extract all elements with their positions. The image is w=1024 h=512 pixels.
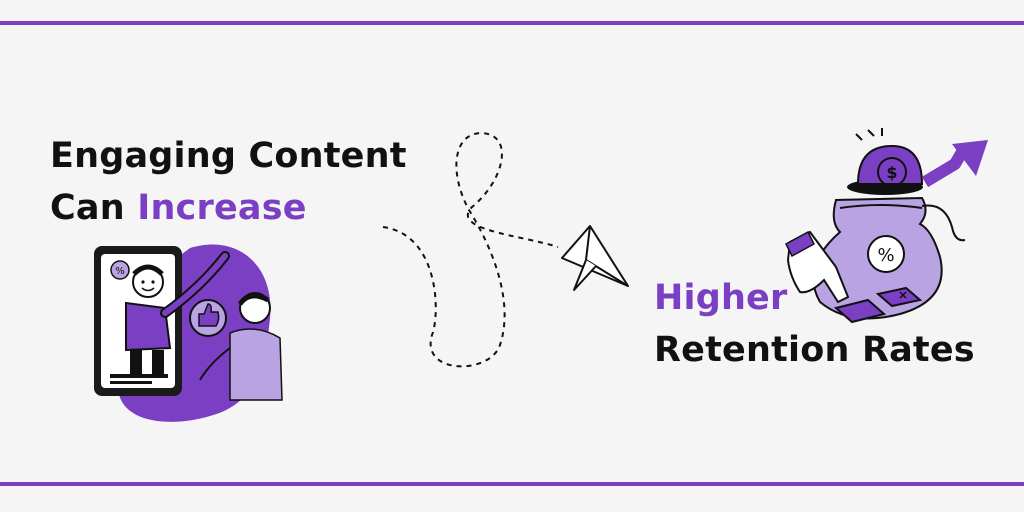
right-headline-line2: Retention Rates <box>654 330 975 370</box>
top-border-line <box>0 21 1024 25</box>
right-headline-accent: Higher <box>654 278 788 318</box>
left-headline-prefix: Can <box>50 188 138 228</box>
bottom-border-line <box>0 482 1024 486</box>
paper-plane-icon <box>561 225 629 291</box>
left-headline: Engaging Content Can Increase <box>50 130 407 234</box>
left-headline-line2: Can Increase <box>50 182 407 234</box>
coin-symbol: $ <box>886 163 897 182</box>
right-headline: Higher Retention Rates <box>654 272 975 376</box>
dashed-flight-path-icon <box>382 131 559 368</box>
left-headline-line1: Engaging Content <box>50 136 407 176</box>
left-headline-accent: Increase <box>137 188 307 228</box>
phone-badge-text: % <box>115 266 125 277</box>
money-bag-growth-icon: $ % <box>785 128 988 324</box>
bag-badge-text: % <box>877 245 894 266</box>
phone-video-icon: % <box>94 244 283 422</box>
